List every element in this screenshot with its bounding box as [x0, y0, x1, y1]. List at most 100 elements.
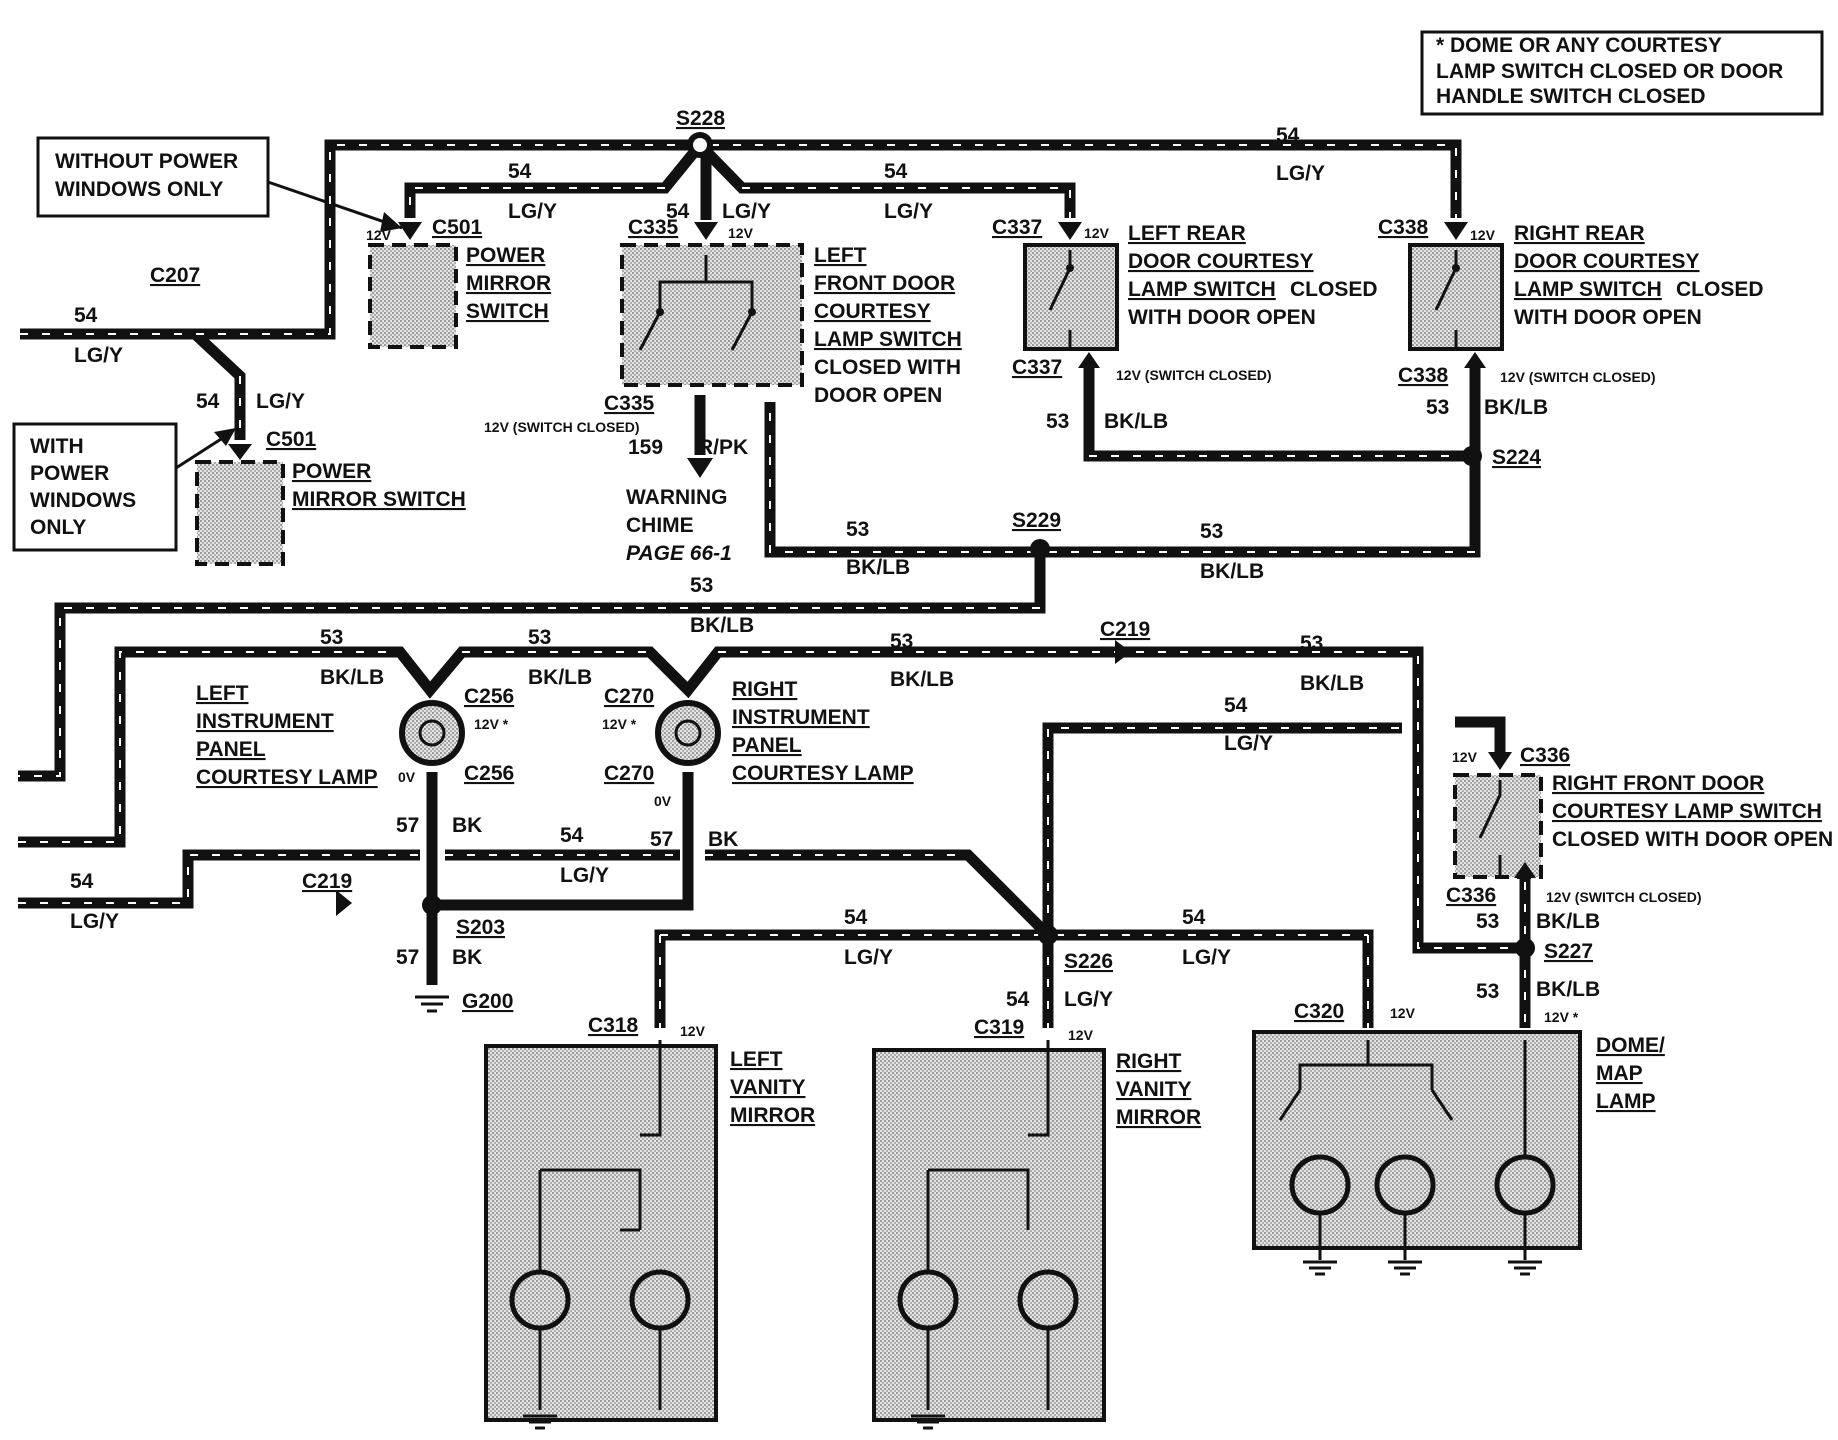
svg-text:53: 53: [528, 626, 551, 649]
label-c338-top: C338: [1378, 216, 1429, 239]
left-front-door-courtesy-switch: [620, 243, 804, 387]
svg-text:LEFT REAR: LEFT REAR: [1128, 222, 1246, 245]
voltage-labels: 12V 12V 12V 12V 12V (SWITCH CLOSED) 12V …: [366, 225, 1702, 1043]
left-ip-courtesy-lamp: [399, 700, 465, 766]
svg-text:LEFT: LEFT: [730, 1048, 783, 1071]
svg-text:WITH: WITH: [30, 435, 84, 458]
svg-text:53: 53: [320, 626, 343, 649]
svg-text:RIGHT FRONT DOOR: RIGHT FRONT DOOR: [1552, 772, 1764, 795]
svg-text:12V: 12V: [680, 1023, 706, 1039]
svg-text:MIRROR: MIRROR: [730, 1104, 815, 1127]
label-c219-left: C219: [302, 870, 352, 893]
svg-text:LG/Y: LG/Y: [256, 390, 305, 413]
svg-text:12V *: 12V *: [602, 716, 637, 732]
svg-text:BK/LB: BK/LB: [1200, 560, 1264, 583]
svg-text:159: 159: [628, 436, 663, 459]
svg-text:54: 54: [844, 906, 868, 929]
splice-s229-dot: [1030, 539, 1050, 559]
splice-s203-dot: [422, 895, 442, 915]
svg-text:57: 57: [650, 828, 673, 851]
svg-text:INSTRUMENT: INSTRUMENT: [732, 706, 870, 729]
svg-text:WITHOUT POWER: WITHOUT POWER: [55, 150, 238, 173]
label-c335-top: C335: [628, 216, 679, 239]
svg-text:MAP: MAP: [1596, 1062, 1643, 1085]
svg-text:53: 53: [890, 630, 913, 653]
svg-text:BK/LB: BK/LB: [1104, 410, 1168, 433]
svg-text:54: 54: [1182, 906, 1206, 929]
label-s227: S227: [1544, 940, 1593, 963]
label-c256-bottom: C256: [464, 762, 514, 785]
svg-text:BK/LB: BK/LB: [528, 666, 592, 689]
svg-text:LAMP: LAMP: [1596, 1090, 1656, 1113]
svg-text:MIRROR SWITCH: MIRROR SWITCH: [292, 488, 466, 511]
svg-text:BK/LB: BK/LB: [320, 666, 384, 689]
svg-text:VANITY: VANITY: [1116, 1078, 1191, 1101]
svg-text:RIGHT: RIGHT: [732, 678, 798, 701]
svg-text:12V: 12V: [1470, 227, 1496, 243]
svg-text:POWER: POWER: [466, 244, 545, 267]
svg-text:DOOR OPEN: DOOR OPEN: [814, 384, 942, 407]
svg-text:BK/LB: BK/LB: [846, 556, 910, 579]
splice-s226-dot: [1038, 925, 1058, 945]
svg-text:LG/Y: LG/Y: [1182, 946, 1231, 969]
svg-text:WINDOWS: WINDOWS: [30, 489, 136, 512]
label-c219-mid: C219: [1100, 618, 1150, 641]
label-s229: S229: [1012, 509, 1061, 532]
right-front-door-courtesy-switch: [1453, 773, 1543, 879]
svg-text:53: 53: [846, 518, 869, 541]
splice-dots: [422, 132, 1535, 958]
splice-s227-dot: [1515, 938, 1535, 958]
svg-text:LEFT: LEFT: [814, 244, 867, 267]
svg-text:54: 54: [196, 390, 220, 413]
svg-text:PAGE 66-1: PAGE 66-1: [626, 542, 732, 565]
svg-text:COURTESY LAMP: COURTESY LAMP: [732, 762, 914, 785]
svg-text:BK/LB: BK/LB: [890, 668, 954, 691]
svg-text:54: 54: [1006, 988, 1030, 1011]
svg-text:53: 53: [1476, 980, 1499, 1003]
svg-text:MIRROR: MIRROR: [466, 272, 551, 295]
svg-text:LAMP SWITCH: LAMP SWITCH: [1514, 278, 1662, 301]
svg-text:POWER: POWER: [30, 462, 109, 485]
svg-text:12V: 12V: [366, 227, 392, 243]
note-line-3: HANDLE SWITCH CLOSED: [1436, 85, 1706, 108]
svg-text:FRONT DOOR: FRONT DOOR: [814, 272, 955, 295]
svg-text:53: 53: [1200, 520, 1223, 543]
svg-text:LG/Y: LG/Y: [844, 946, 893, 969]
left-vanity-mirror: [484, 1040, 718, 1422]
label-c501-top: C501: [432, 216, 483, 239]
svg-text:12V: 12V: [728, 225, 754, 241]
circuit-labels: 54 LG/Y 54 LG/Y 54 LG/Y 54 LG/Y 54 LG/Y …: [70, 124, 1600, 1011]
svg-text:R/PK: R/PK: [698, 436, 748, 459]
label-c270-top: C270: [604, 685, 654, 708]
note-box-top-right: * DOME OR ANY COURTESY LAMP SWITCH CLOSE…: [1420, 30, 1824, 116]
svg-text:BK/LB: BK/LB: [1536, 978, 1600, 1001]
svg-text:57: 57: [396, 946, 419, 969]
svg-text:54: 54: [508, 160, 532, 183]
svg-text:ONLY: ONLY: [30, 516, 86, 539]
svg-text:SWITCH: SWITCH: [466, 300, 549, 323]
right-rear-door-courtesy-switch: [1408, 243, 1504, 351]
svg-text:DOOR COURTESY: DOOR COURTESY: [1514, 250, 1700, 273]
svg-text:COURTESY LAMP SWITCH: COURTESY LAMP SWITCH: [1552, 800, 1822, 823]
svg-text:COURTESY: COURTESY: [814, 300, 931, 323]
svg-text:BK: BK: [708, 828, 738, 851]
label-c256-top: C256: [464, 685, 514, 708]
label-c337-top: C337: [992, 216, 1042, 239]
svg-text:0V: 0V: [654, 793, 672, 809]
note-box-without-power-windows: WITHOUT POWER WINDOWS ONLY: [36, 136, 403, 232]
svg-text:RIGHT: RIGHT: [1116, 1050, 1182, 1073]
label-c319: C319: [974, 1016, 1024, 1039]
splice-s224-dot: [1462, 446, 1482, 466]
svg-text:LG/Y: LG/Y: [560, 864, 609, 887]
svg-text:LEFT: LEFT: [196, 682, 249, 705]
right-ip-courtesy-lamp: [655, 700, 721, 766]
svg-text:BK/LB: BK/LB: [690, 614, 754, 637]
svg-text:53: 53: [690, 574, 713, 597]
svg-text:VANITY: VANITY: [730, 1076, 805, 1099]
svg-text:54: 54: [884, 160, 908, 183]
svg-text:12V (SWITCH CLOSED): 12V (SWITCH CLOSED): [484, 419, 640, 435]
label-c270-bottom: C270: [604, 762, 654, 785]
svg-text:LG/Y: LG/Y: [70, 910, 119, 933]
svg-text:BK: BK: [452, 946, 482, 969]
